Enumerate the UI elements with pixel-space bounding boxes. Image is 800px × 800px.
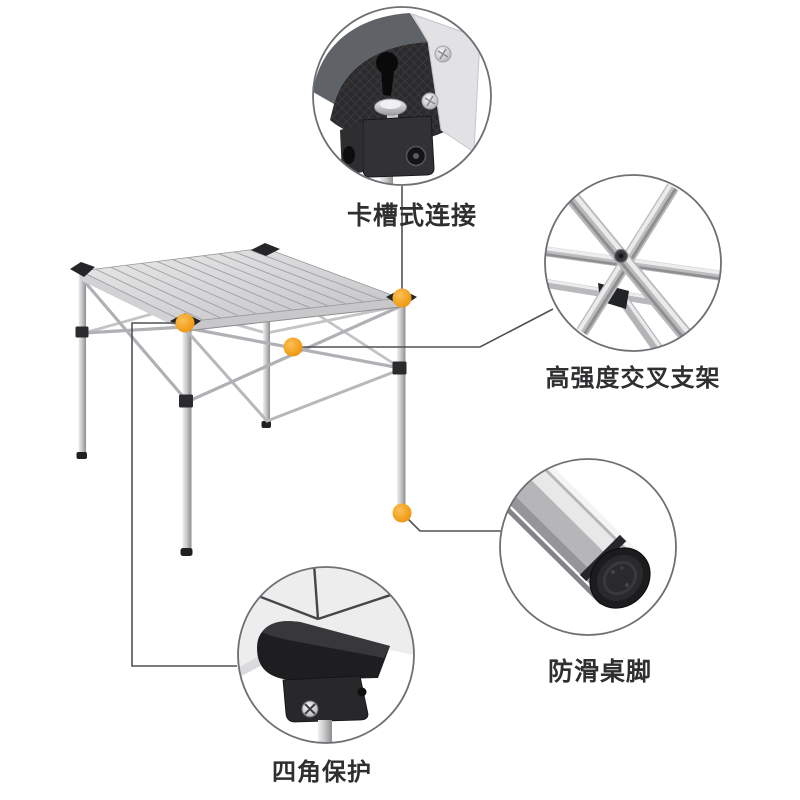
table-legs: [76, 251, 406, 556]
tabletop: [70, 243, 417, 332]
connector-cross-brace: [295, 308, 554, 348]
tabletop-slats: [95, 249, 383, 321]
crossed-tubes: [545, 183, 721, 351]
marker-dot-non-slip-foot: [392, 503, 412, 523]
folding-table-illustration: [70, 243, 417, 556]
corner-bracket: [282, 675, 369, 723]
tabletop-left-rim: [80, 271, 185, 331]
leg-stub: [318, 720, 332, 743]
marker-dot-corner-protection: [175, 313, 195, 333]
callout-slot-connection-photo: [312, 6, 492, 186]
callout-label-non-slip-foot: 防滑桌脚: [547, 658, 653, 686]
callout-non-slip-foot-photo: [499, 458, 677, 636]
table-leg-front: [182, 327, 192, 549]
table-leg-back: [263, 251, 270, 422]
rubber-foot-cap: [579, 534, 651, 609]
clamp-block: [362, 115, 435, 178]
callout-cross-brace-photo: [544, 174, 722, 352]
feature-marker-dots: [175, 288, 412, 523]
plate-screw: [421, 45, 452, 110]
inner-diagonal-braces: [184, 328, 401, 423]
tabletop-front-rim: [185, 298, 400, 331]
callout-corner-protection-photo: [237, 566, 415, 744]
callout-label-slot-connection: 卡槽式连接: [346, 202, 478, 230]
table-leg-back-left: [78, 273, 86, 453]
marker-dot-slot-connection: [392, 288, 412, 308]
foot-cap-front: [180, 548, 193, 556]
callout-label-corner-protection: 四角保护: [272, 759, 372, 786]
foot-cap-back: [261, 421, 271, 428]
callout-label-cross-brace: 高强度交叉支架: [545, 365, 721, 392]
table-leg-right: [397, 301, 406, 514]
keyhole-slot: [376, 52, 398, 96]
foot-cap-back-left: [76, 452, 87, 459]
connector-corner-protection: [131, 322, 237, 667]
brace-collars: [75, 326, 407, 408]
marker-dot-cross-brace: [283, 337, 303, 357]
connector-non-slip-foot: [401, 512, 503, 532]
